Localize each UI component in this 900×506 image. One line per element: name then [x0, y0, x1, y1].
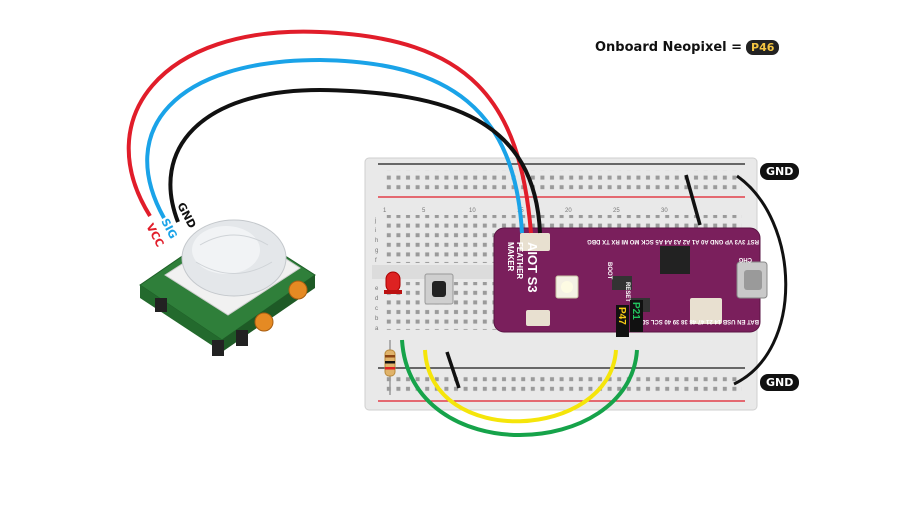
row-letter: j — [374, 218, 376, 224]
gnd-wire-right — [733, 174, 788, 386]
push-button — [424, 273, 454, 305]
red-led — [384, 271, 402, 294]
neopixel-note: Onboard Neopixel =P46 — [595, 40, 780, 55]
gnd-jumper-bottom — [445, 351, 461, 389]
pin-tag-p47 — [616, 305, 629, 337]
neopixel-pin-badge: P46 — [746, 40, 780, 55]
gnd-wire — [168, 87, 542, 234]
col-number: 20 — [565, 208, 572, 214]
boot-button — [612, 276, 632, 290]
row-letter: d — [375, 296, 378, 302]
col-number: 10 — [469, 208, 476, 214]
gnd-tag-bottom: GND — [760, 374, 800, 391]
bottom-pin-labels: BAT EN USB 14 21 47 48 38 39 40 SCL SDA — [636, 318, 759, 324]
gnd-pin-label: GND — [174, 200, 198, 230]
potentiometer — [254, 312, 274, 332]
row-letter: b — [375, 316, 379, 322]
neopixel-note-text: Onboard Neopixel = — [595, 40, 743, 55]
yellow-wire — [423, 349, 618, 424]
col-number: 30 — [661, 208, 668, 214]
chg-label: CHG — [738, 256, 752, 262]
resistor — [384, 340, 396, 395]
row-letter: f — [375, 258, 377, 264]
gnd-jumper-top — [684, 174, 702, 226]
board-name-line-2: FEATHER — [515, 242, 524, 279]
gnd-tag-top: GND — [760, 163, 800, 180]
row-letter: e — [375, 286, 379, 292]
feather-board: MAKER FEATHER AIOT S3 RST 3V3 VP GND A0 … — [493, 227, 768, 337]
pin-tag-p47-text: P47 — [616, 307, 627, 325]
board-name-line-1: MAKER — [506, 242, 515, 272]
col-number: 5 — [422, 208, 426, 214]
battery-connector — [690, 298, 722, 324]
row-letter: a — [375, 326, 379, 332]
col-number: 25 — [613, 208, 620, 214]
row-letter: h — [375, 238, 378, 244]
row-letter: c — [375, 306, 378, 312]
pin-tag-p21 — [630, 300, 643, 332]
vcc-wire — [126, 29, 533, 234]
row-letter: i — [375, 228, 376, 234]
pin-tag-p21-text: P21 — [630, 302, 641, 320]
jst-connector-bottom — [526, 310, 550, 326]
sig-wire — [145, 57, 524, 234]
chip — [660, 246, 690, 274]
jst-connector-top — [520, 233, 550, 251]
board-name-line-3: AIOT S3 — [525, 242, 540, 293]
top-pin-labels: RST 3V3 VP GND A0 A1 A2 A3 A4 A5 SCK MO … — [587, 238, 759, 244]
reset-label: RESET — [624, 282, 630, 302]
potentiometer — [288, 280, 308, 300]
boot-label: BOOT — [606, 262, 612, 280]
green-wire — [400, 339, 639, 437]
pir-sensor — [139, 219, 316, 356]
col-number: 1 — [383, 208, 387, 214]
row-letter: g — [375, 248, 378, 254]
